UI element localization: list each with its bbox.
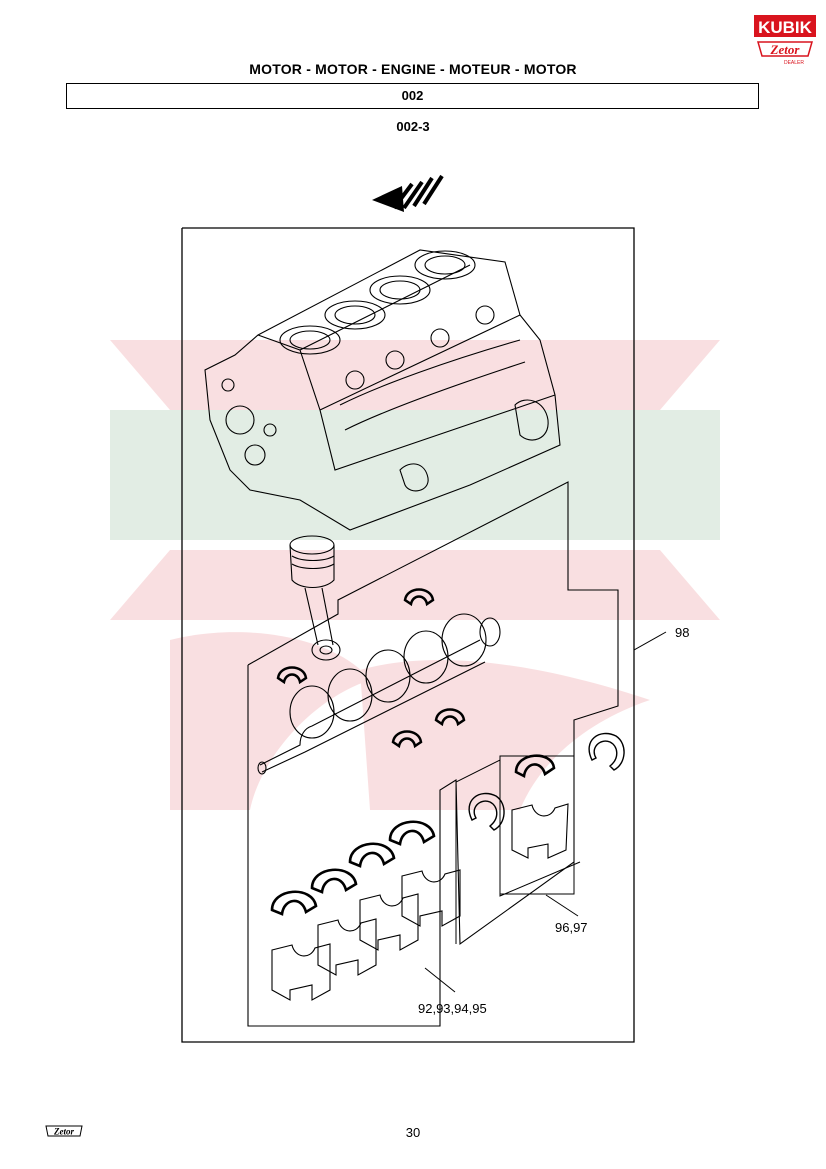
footer-logo-text: Zetor — [53, 1127, 74, 1137]
thrust-set-cap — [511, 803, 569, 859]
logo-kubik-text: KUBIK — [758, 18, 813, 37]
logo-zetor-text: Zetor — [770, 42, 801, 57]
page-number: 30 — [405, 1125, 421, 1140]
page-title: MOTOR - MOTOR - ENGINE - MOTEUR - MOTOR — [249, 61, 577, 77]
thrust-washers — [468, 732, 625, 831]
section-code-box: 002 — [66, 83, 759, 109]
kubik-zetor-logo: KUBIK Zetor DEALER — [754, 15, 816, 66]
subsection-code: 002-3 — [396, 119, 430, 134]
leader-line-bearing-set — [424, 967, 456, 993]
leader-line-thrust-set — [545, 894, 579, 917]
callout-assembly: 98 — [675, 625, 689, 640]
engine-block — [204, 249, 561, 531]
callout-bearing-set: 92,93,94,95 — [418, 1001, 487, 1016]
bearing-caps — [271, 869, 461, 1001]
crankshaft — [257, 613, 501, 775]
main-bearing-shells — [270, 820, 436, 916]
direction-arrow-icon — [372, 174, 444, 212]
logo-dealer-text: DEALER — [784, 60, 804, 66]
callout-thrust-set: 96,97 — [555, 920, 588, 935]
piston-conrod — [289, 535, 341, 661]
assembly-frame — [181, 227, 635, 1043]
upper-bearing-shells — [276, 588, 466, 749]
watermark-logo — [110, 340, 720, 810]
bearing-set-frame — [247, 481, 619, 1027]
leader-line-assembly — [633, 631, 667, 651]
thrust-set-shells — [514, 754, 556, 778]
footer-zetor-logo: Zetor — [45, 1125, 83, 1137]
